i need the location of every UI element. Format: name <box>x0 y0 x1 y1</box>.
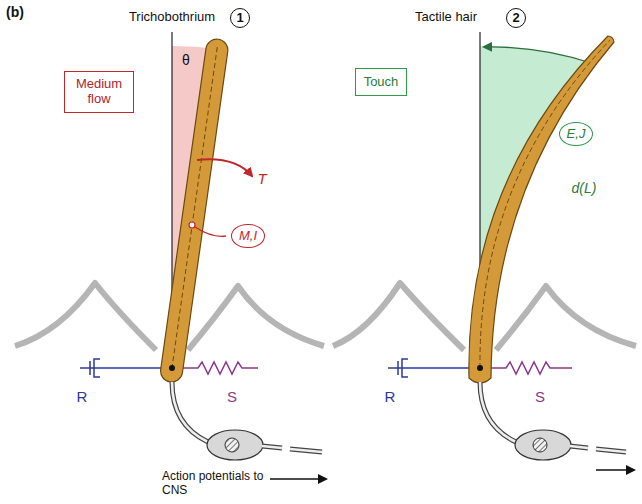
torque-symbol: T <box>257 170 266 187</box>
length-symbol: d(L) <box>572 180 597 196</box>
spring-symbol <box>488 362 572 374</box>
leader-line <box>195 227 226 236</box>
cuticle <box>15 283 156 350</box>
hair-axis <box>480 40 610 368</box>
node-text: Touch <box>364 75 399 90</box>
node-text: M,I <box>239 229 257 244</box>
deflection-arc <box>484 47 594 64</box>
dendrite <box>480 382 516 442</box>
axon <box>570 446 626 452</box>
parameter-ellipse: M,I <box>231 224 265 249</box>
hair-title: Trichobothrium <box>129 10 215 25</box>
dashpot-piston <box>397 361 399 375</box>
hair-title: Tactile hair <box>415 10 477 25</box>
signal-arrow <box>270 478 326 479</box>
output-note: Action potentials to CNS <box>162 470 268 498</box>
signal-arrow <box>596 469 634 470</box>
condition-box: Medium flow <box>64 71 134 113</box>
damping-symbol: R <box>385 388 396 405</box>
dendrite <box>172 382 208 442</box>
angle-symbol: θ <box>182 52 190 68</box>
nucleus <box>533 438 547 452</box>
node-text: 1 <box>236 11 243 26</box>
axon <box>262 446 322 452</box>
neuron-cell-body <box>515 430 571 460</box>
node-text: Medium flow <box>69 77 129 107</box>
dendrite <box>172 382 208 442</box>
pivot-dot <box>169 365 175 371</box>
nucleus <box>225 438 239 452</box>
neuron-cell-body <box>207 430 263 460</box>
node-text: 2 <box>512 11 519 26</box>
condition-box: Touch <box>355 68 408 97</box>
axon <box>570 446 626 452</box>
axon <box>262 446 322 452</box>
panel-letter: (b) <box>6 4 24 20</box>
callout-number: 2 <box>506 8 527 29</box>
tactile-hair <box>469 36 614 383</box>
dashpot-symbol <box>94 359 100 377</box>
trichobothrium-hair <box>159 38 229 384</box>
dashpot-line <box>388 367 473 369</box>
node-text: E,J <box>567 127 586 142</box>
cuticle <box>333 283 464 350</box>
spring-constant: S <box>227 388 237 405</box>
pivot-dot <box>477 365 483 371</box>
spring-symbol <box>180 362 258 374</box>
dendrite <box>480 382 516 442</box>
dashpot-piston <box>89 361 91 375</box>
damping-symbol: R <box>77 388 88 405</box>
cuticle <box>496 286 636 350</box>
mass-point <box>189 222 195 228</box>
callout-number: 1 <box>230 8 251 29</box>
parameter-ellipse: E,J <box>559 122 594 147</box>
cuticle <box>188 286 324 350</box>
dashpot-symbol <box>402 359 408 377</box>
torque-arrow <box>197 159 252 176</box>
dashpot-line <box>80 367 165 369</box>
spring-constant: S <box>535 388 545 405</box>
